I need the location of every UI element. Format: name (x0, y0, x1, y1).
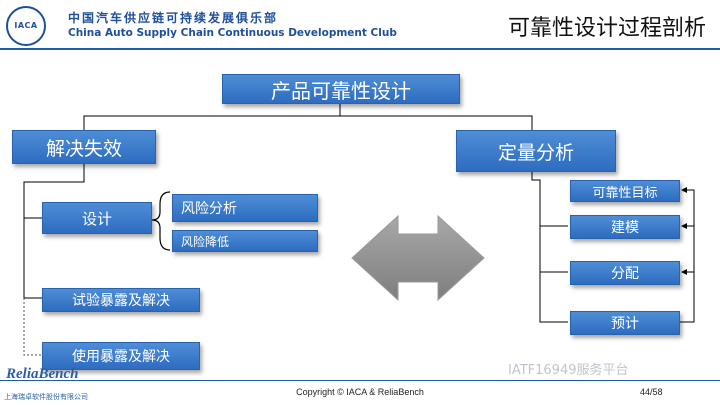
test-exposure-node: 试验暴露及解决 (42, 288, 200, 312)
risk-analysis-node: 风险分析 (172, 194, 318, 222)
line-right-trunk (531, 172, 568, 323)
reliabench-logo: ReliaBench (6, 366, 79, 382)
footer-divider (0, 380, 720, 381)
line-left-trunk (23, 164, 85, 299)
line-left-use-dashed (23, 298, 42, 356)
double-arrow-icon (351, 214, 485, 302)
root-node: 产品可靠性设计 (222, 74, 460, 104)
iaca-logo: IACA (6, 6, 46, 46)
copyright-text: Copyright © IACA & ReliaBench (296, 387, 424, 397)
feedback-arrow-top (672, 187, 695, 323)
usage-exposure-node: 使用暴露及解决 (42, 342, 200, 370)
watermark-text: IATF16949服务平台 (508, 363, 629, 378)
modeling-node: 建模 (570, 215, 680, 239)
line-root-left (83, 104, 341, 130)
design-node: 设计 (42, 202, 152, 234)
header-divider (0, 48, 720, 50)
company-name: 上海瑞卓软件股份有限公司 (4, 393, 88, 401)
left-branch-title: 解决失效 (12, 130, 156, 164)
risk-reduction-node: 风险降低 (172, 230, 318, 252)
page-number: 44/58 (640, 387, 663, 397)
allocation-node: 分配 (570, 261, 680, 285)
right-branch-title: 定量分析 (456, 130, 616, 172)
prediction-node: 预计 (570, 311, 680, 335)
org-name-cn: 中国汽车供应链可持续发展俱乐部 (68, 11, 279, 25)
reliability-target-node: 可靠性目标 (570, 180, 680, 202)
line-root-right (340, 115, 533, 130)
slide-title: 可靠性设计过程剖析 (507, 16, 706, 41)
brace-icon (151, 191, 171, 251)
org-name-en: China Auto Supply Chain Continuous Devel… (68, 27, 397, 39)
logo-text: IACA (14, 21, 38, 30)
